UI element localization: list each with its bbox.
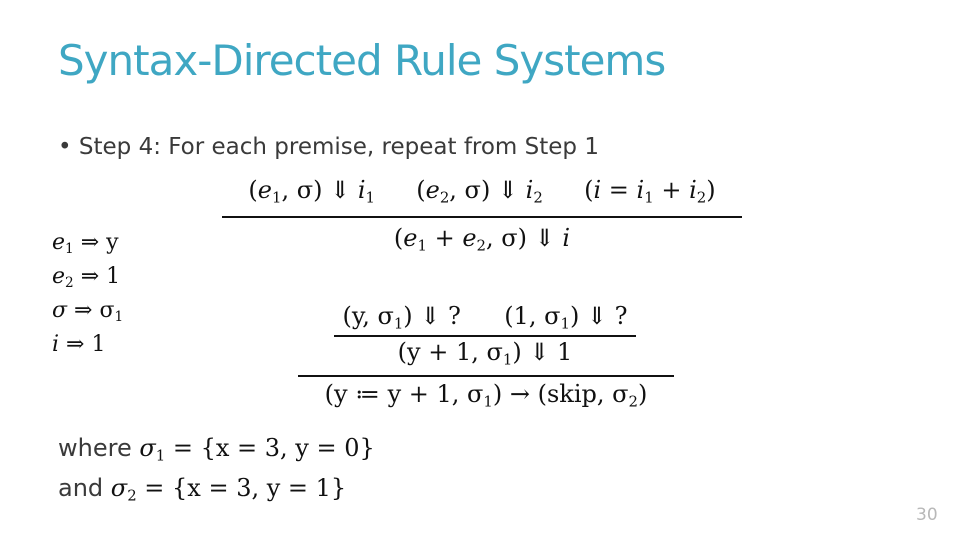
slide-title: Syntax-Directed Rule Systems <box>58 36 666 85</box>
instantiated-inner-bar <box>334 335 636 337</box>
substitution-list: e1 ⇒ y e2 ⇒ 1 σ ⇒ σ1 i ⇒ 1 <box>52 226 123 362</box>
instantiated-premises: (y, σ1) ⇓ ? (1, σ1) ⇓ ? <box>334 302 636 333</box>
premise-e2: (e2, σ) ⇓ i2 <box>416 176 543 207</box>
page-number: 30 <box>916 505 938 525</box>
addition-rule: (e1, σ) ⇓ i1 (e2, σ) ⇓ i2 (i = i1 + i2) … <box>222 172 742 262</box>
substitution-e2: e2 ⇒ 1 <box>52 264 121 292</box>
addition-rule-conclusion: (e1 + e2, σ) ⇓ i <box>393 224 571 255</box>
bullet-marker: • <box>58 134 72 160</box>
substitution-e1: e1 ⇒ y <box>52 230 119 258</box>
step-bullet: • Step 4: For each premise, repeat from … <box>58 134 599 160</box>
premise-y: (y, σ1) ⇓ ? <box>342 302 461 333</box>
premise-e1: (e1, σ) ⇓ i1 <box>248 176 375 207</box>
bullet-text: Step 4: For each premise, repeat from St… <box>78 134 599 160</box>
addition-rule-premises: (e1, σ) ⇓ i1 (e2, σ) ⇓ i2 (i = i1 + i2) <box>222 176 742 207</box>
where-clause: where σ1 = {x = 3, y = 0} and σ2 = {x = … <box>58 428 375 508</box>
instantiated-rule: (y, σ1) ⇓ ? (1, σ1) ⇓ ? (y + 1, σ1) ⇓ 1 … <box>298 298 674 418</box>
substitution-sigma: σ ⇒ σ1 <box>52 298 124 326</box>
instantiated-conclusion: (y ≔ y + 1, σ1) → (skip, σ2) <box>324 380 648 411</box>
instantiated-outer-bar <box>298 375 674 377</box>
substitution-i: i ⇒ 1 <box>52 332 106 357</box>
addition-rule-bar <box>222 216 742 218</box>
premise-one: (1, σ1) ⇓ ? <box>504 302 628 333</box>
premise-sum: (i = i1 + i2) <box>584 176 716 207</box>
where-sigma2: and σ2 = {x = 3, y = 1} <box>58 474 347 505</box>
where-sigma1: where σ1 = {x = 3, y = 0} <box>58 434 375 465</box>
instantiated-middle: (y + 1, σ1) ⇓ 1 <box>397 338 573 369</box>
